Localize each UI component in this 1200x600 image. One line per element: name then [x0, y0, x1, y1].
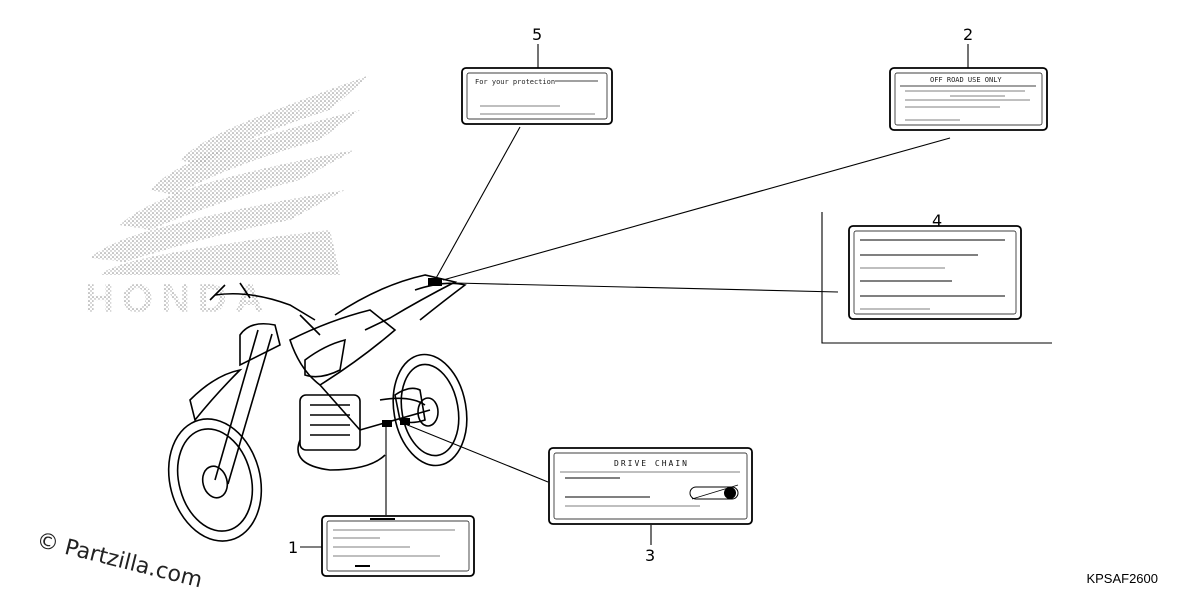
honda-logo-text: HONDA: [85, 277, 272, 321]
label-1: [321, 515, 475, 577]
callout-3: 3: [645, 546, 655, 565]
honda-logo-letters: HONDA: [85, 277, 272, 321]
drive-chain-gauge-icon: [689, 484, 739, 500]
label-5-text: For your protection: [475, 78, 555, 86]
callout-4: 4: [932, 211, 942, 230]
label-4-bracket: [821, 212, 1052, 344]
leader-lines: [300, 44, 969, 548]
honda-wing-logo: [90, 75, 370, 275]
callout-numbers: 5 2 4 3 1: [288, 25, 973, 565]
bike-label-markers: [382, 278, 442, 427]
callout-5: 5: [532, 25, 542, 44]
label-3-text: DRIVE CHAIN: [614, 459, 689, 468]
label-4: [848, 225, 1022, 320]
callout-2: 2: [963, 25, 973, 44]
diagram-code: KPSAF2600: [1086, 571, 1158, 586]
label-2-text: OFF ROAD USE ONLY: [930, 76, 1002, 84]
label-5: For your protection: [461, 67, 613, 125]
callout-1: 1: [288, 538, 298, 557]
label-2: OFF ROAD USE ONLY: [889, 67, 1048, 131]
label-3: DRIVE CHAIN: [548, 447, 753, 525]
dirt-bike-illustration: [167, 274, 468, 542]
